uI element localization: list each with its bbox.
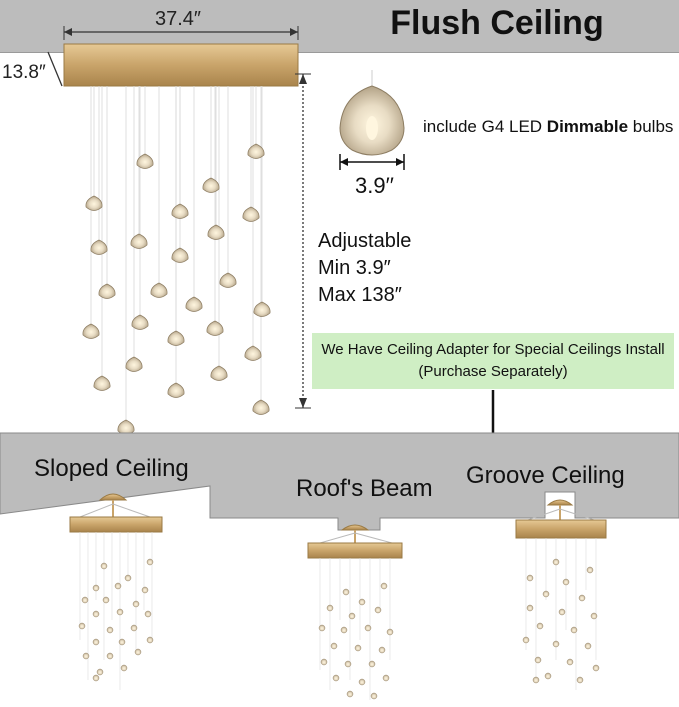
groove-fixture xyxy=(515,499,607,690)
width-dimension-line xyxy=(47,51,63,87)
adapter-line-1: We Have Ceiling Adapter for Special Ceil… xyxy=(321,341,665,358)
sloped-ceiling-label: Sloped Ceiling xyxy=(34,455,189,482)
adapter-note-text: We Have Ceiling Adapter for Special Ceil… xyxy=(312,339,674,383)
bulb-note-bold: Dimmable xyxy=(546,117,629,136)
canopy-length-label: 37.4″ xyxy=(154,8,201,30)
main-crystals xyxy=(82,143,271,435)
adapter-line-2: (Purchase Separately) xyxy=(418,363,568,380)
roof-beam-fixture xyxy=(307,524,403,700)
adapter-note-box: We Have Ceiling Adapter for Special Ceil… xyxy=(312,333,674,389)
adjustable-line-1: Adjustable xyxy=(318,230,412,252)
groove-ceiling-label: Groove Ceiling xyxy=(466,462,625,489)
roof-beam-label: Roof's Beam xyxy=(296,475,433,502)
adjustable-line-2: Min 3.9″ xyxy=(318,257,391,279)
canopy xyxy=(63,43,299,87)
bulb-note: include G4 LED Dimmable bulbs xyxy=(423,117,673,137)
special-ceiling-band xyxy=(0,432,679,531)
bulb-note-suffix: bulbs xyxy=(628,117,674,136)
bulb-diameter-label: 3.9′′ xyxy=(355,173,394,198)
adjustable-line-3: Max 138″ xyxy=(318,284,402,306)
page-title: Flush Ceiling xyxy=(390,4,604,42)
canopy-width-label: 13.8″ xyxy=(2,62,46,83)
adjustable-info: Adjustable Min 3.9″ Max 138″ xyxy=(318,228,411,309)
sloped-fixture xyxy=(69,493,163,690)
bulb-closeup xyxy=(339,70,405,170)
bulb-note-prefix: include G4 LED xyxy=(423,117,547,136)
